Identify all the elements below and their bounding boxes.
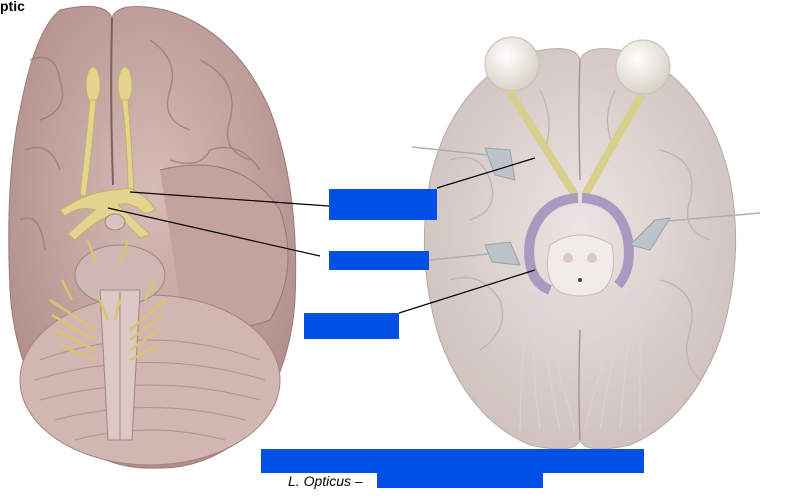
label-box-bottom-wide[interactable]	[261, 449, 644, 473]
partial-title: ptic	[0, 0, 25, 14]
caption-l-opticus: L. Opticus –	[288, 473, 363, 489]
label-box-optic-chiasm[interactable]	[329, 189, 437, 220]
label-box-optic-tract[interactable]	[329, 251, 429, 270]
label-box-caption-answer[interactable]	[377, 473, 543, 488]
left-brain-figure	[8, 5, 330, 469]
label-box-lateral-geniculate[interactable]	[304, 313, 399, 339]
right-brain-figure	[398, 36, 761, 450]
